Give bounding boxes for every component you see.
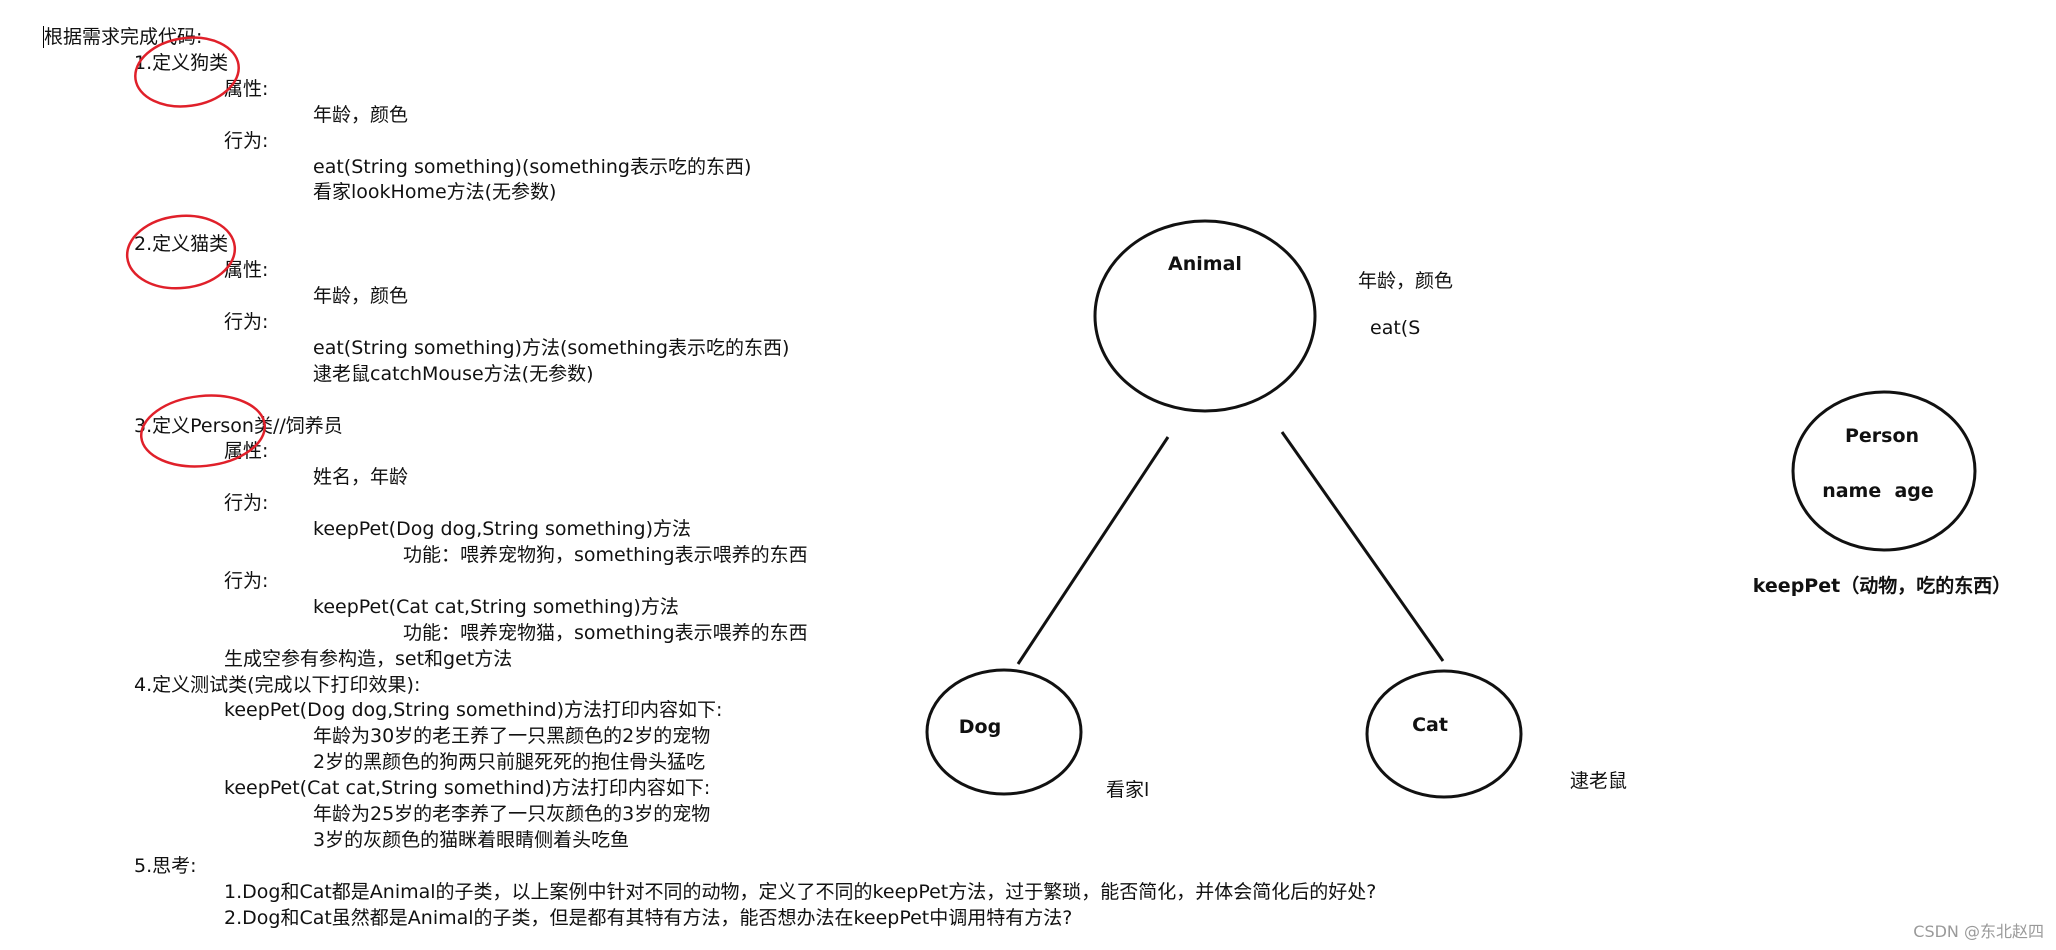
cat-label: Cat bbox=[1412, 714, 1448, 736]
text-caret bbox=[43, 26, 44, 48]
requirement-line: 看家lookHome方法(无参数) bbox=[313, 181, 557, 204]
person-method: keepPet（动物，吃的东西） bbox=[1753, 574, 2011, 597]
animal-node bbox=[1093, 219, 1317, 413]
requirement-line: 行为: bbox=[224, 310, 269, 333]
requirement-line: 1.Dog和Cat都是Animal的子类，以上案例中针对不同的动物，定义了不同的… bbox=[224, 880, 1377, 903]
requirement-line: 年龄为25岁的老李养了一只灰颜色的3岁的宠物 bbox=[313, 803, 711, 825]
requirement-line: 年龄，颜色 bbox=[313, 103, 409, 126]
requirement-line: eat(String something)方法(something表示吃的东西) bbox=[313, 336, 790, 359]
requirement-line: eat(String something)(something表示吃的东西) bbox=[313, 155, 752, 178]
requirement-line: 功能：喂养宠物猫，something表示喂养的东西 bbox=[403, 621, 808, 644]
requirement-line: 逮老鼠catchMouse方法(无参数) bbox=[313, 362, 594, 385]
requirement-line: keepPet(Cat cat,String something)方法 bbox=[313, 595, 679, 618]
animal-label: Animal bbox=[1168, 253, 1242, 275]
requirement-line: 行为: bbox=[224, 129, 269, 152]
cat-method: 逮老鼠 bbox=[1570, 770, 1627, 792]
requirement-line: 1.定义狗类 bbox=[134, 51, 229, 74]
requirement-line: 4.定义测试类(完成以下打印效果): bbox=[134, 673, 421, 696]
requirement-line: keepPet(Cat cat,String somethind)方法打印内容如… bbox=[224, 777, 711, 800]
requirement-line: 5.思考: bbox=[134, 854, 197, 877]
dog-method: 看家l bbox=[1106, 779, 1149, 801]
animal-attrs: 年龄，颜色 bbox=[1358, 270, 1453, 292]
person-label: Person bbox=[1845, 425, 1919, 447]
requirement-line: 属性: bbox=[224, 440, 269, 463]
highlight-circle-person bbox=[139, 394, 267, 468]
requirement-line: keepPet(Dog dog,String something)方法 bbox=[313, 518, 691, 541]
requirement-line: 2.定义猫类 bbox=[134, 233, 229, 256]
animal-dog-link bbox=[1016, 436, 1170, 665]
requirement-line: 行为: bbox=[224, 569, 269, 592]
requirement-line: 3.定义Person类//饲养员 bbox=[134, 414, 343, 437]
cat-node bbox=[1365, 669, 1523, 799]
requirement-line: 姓名，年龄 bbox=[313, 466, 409, 489]
animal-method: eat(S bbox=[1370, 317, 1420, 339]
dog-node bbox=[925, 668, 1083, 796]
requirement-line: 2.Dog和Cat虽然都是Animal的子类，但是都有其特有方法，能否想办法在k… bbox=[224, 906, 1073, 929]
requirement-line: 2岁的黑颜色的狗两只前腿死死的抱住骨头猛吃 bbox=[313, 751, 706, 774]
requirement-line: 年龄为30岁的老王养了一只黑颜色的2岁的宠物 bbox=[313, 725, 711, 748]
requirement-line: 行为: bbox=[224, 492, 269, 515]
person-node bbox=[1791, 390, 1977, 552]
dog-label: Dog bbox=[959, 716, 1001, 738]
requirement-line: keepPet(Dog dog,String somethind)方法打印内容如… bbox=[224, 699, 723, 722]
animal-cat-link bbox=[1280, 431, 1445, 662]
requirement-line: 属性: bbox=[224, 259, 269, 282]
requirement-line: 功能：喂养宠物狗，something表示喂养的东西 bbox=[403, 544, 808, 566]
requirement-line: 年龄，颜色 bbox=[313, 285, 409, 307]
requirement-line: 生成空参有参构造，set和get方法 bbox=[224, 647, 513, 670]
requirement-line: 3岁的灰颜色的猫眯着眼睛侧着头吃鱼 bbox=[313, 828, 630, 851]
person-attrs: name age bbox=[1822, 480, 1934, 502]
highlight-circle-dog bbox=[134, 36, 240, 108]
highlight-circle-cat bbox=[125, 214, 237, 290]
watermark: CSDN @东北赵四 bbox=[1913, 922, 2044, 941]
